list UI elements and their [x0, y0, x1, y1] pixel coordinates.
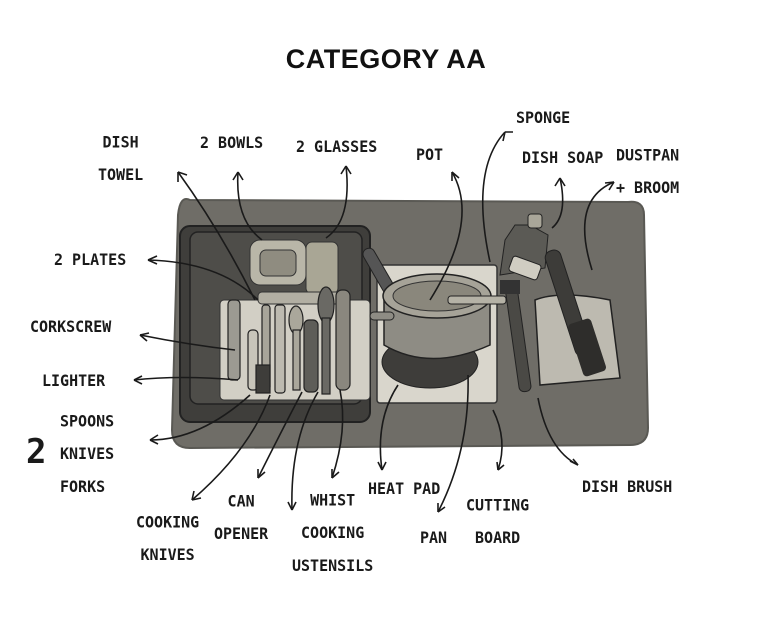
- broom-illustration: [544, 249, 607, 377]
- label-dish-soap: DISH SOAP: [522, 148, 604, 168]
- label-dish-brush: DISH BRUSH: [582, 477, 673, 497]
- sponge-illustration: [508, 255, 542, 281]
- label-plates: 2 PLATES: [54, 250, 127, 270]
- dish-brush-illustration: [500, 280, 532, 393]
- label-cutlery-count: 2: [26, 432, 47, 472]
- pot-illustration: [369, 273, 507, 360]
- label-lighter: LIGHTER: [42, 371, 106, 391]
- label-bowls: 2 BOWLS: [200, 133, 264, 153]
- label-pan: PAN: [420, 528, 448, 548]
- bowls-illustration: [249, 239, 307, 286]
- label-corkscrew: CORKSCREW: [30, 317, 112, 337]
- callout-arrows: [133, 131, 615, 513]
- utensils-illustration: [227, 286, 351, 395]
- label-sponge: SPONGE: [516, 108, 571, 128]
- label-heat-pad: HEAT PAD: [368, 479, 441, 499]
- glasses-illustration: [305, 241, 339, 295]
- label-pot: POT: [416, 145, 444, 165]
- label-dustpan-broom: DUSTPAN+ BROOM: [616, 145, 680, 198]
- page-title: CATEGORY AA: [285, 44, 487, 74]
- label-glasses: 2 GLASSES: [296, 137, 378, 157]
